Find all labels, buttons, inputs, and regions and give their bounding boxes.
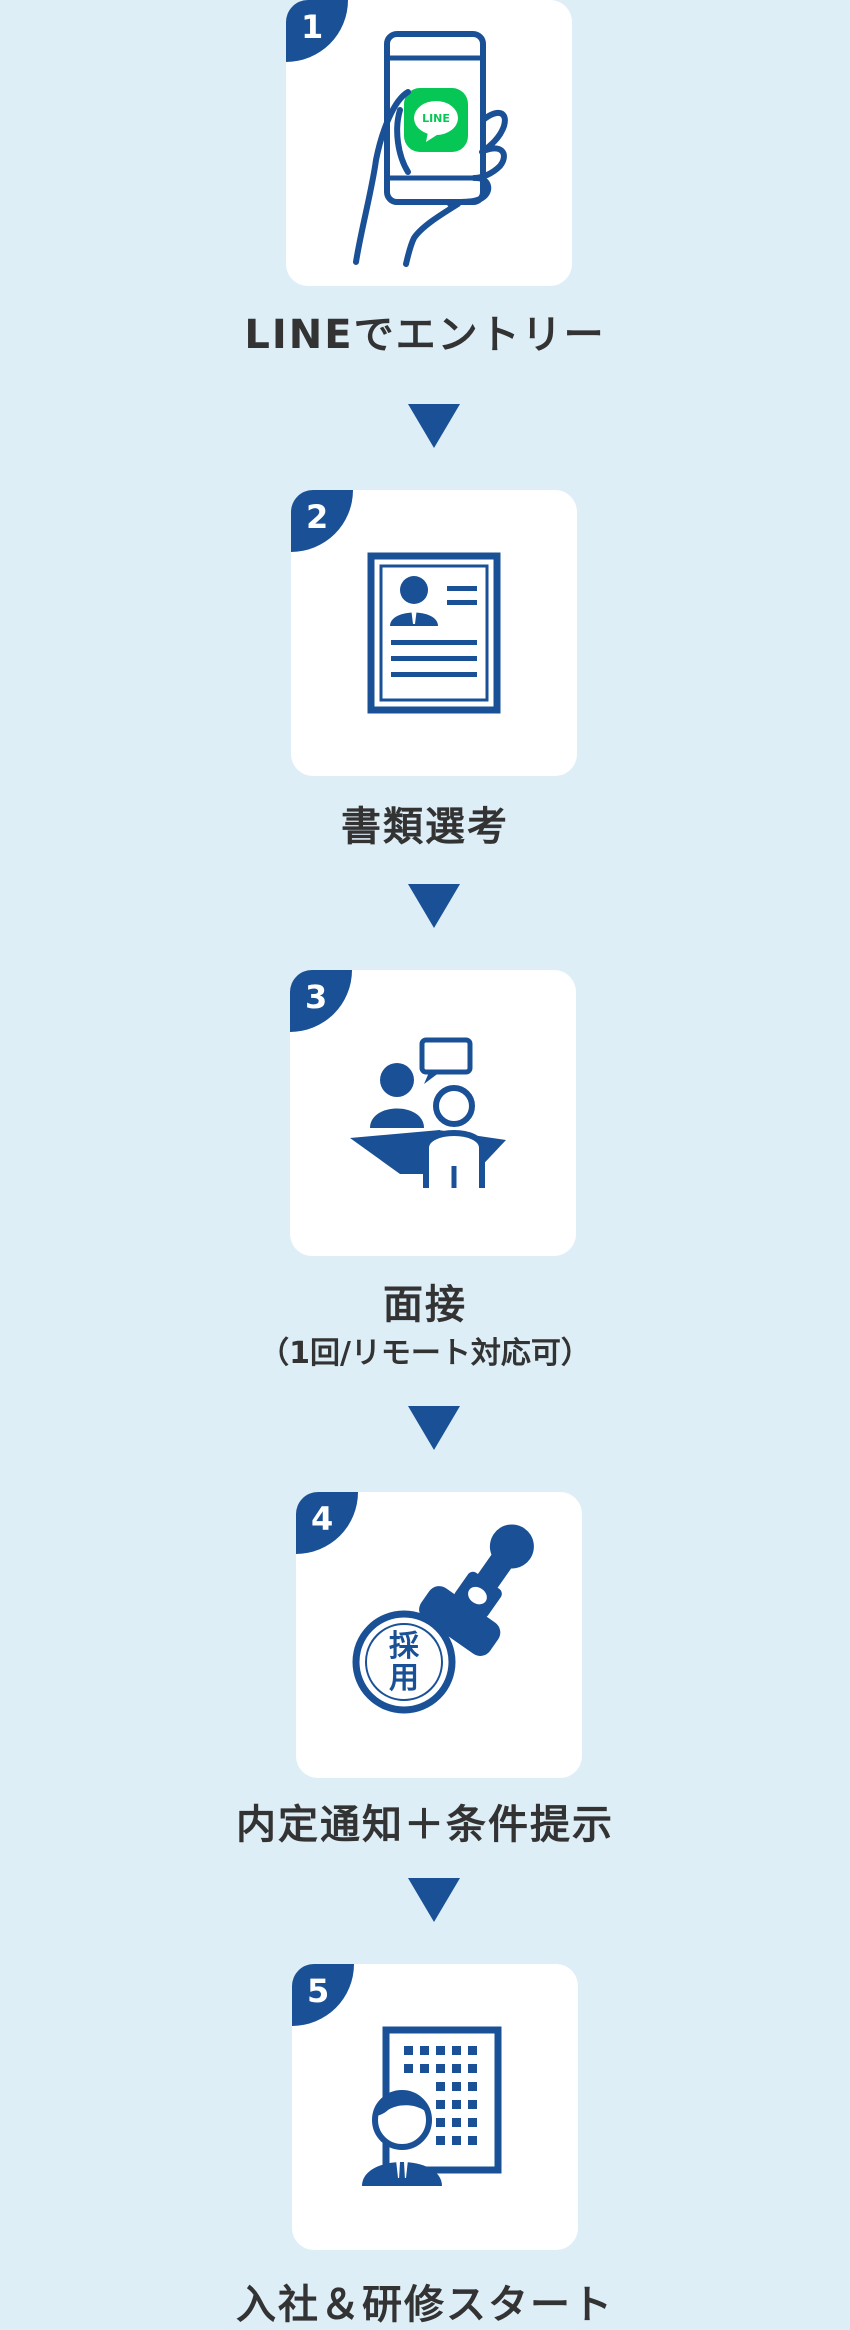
step-label-1: LINEでエントリー (244, 312, 606, 358)
step-label-2: 書類選考 (341, 804, 509, 850)
step-number-badge: 2 (291, 490, 353, 552)
step-card-2: 2 (291, 490, 577, 776)
step-label-3: 面接 (383, 1282, 467, 1328)
step-number-badge: 1 (286, 0, 348, 62)
down-arrow-icon (408, 1878, 460, 1922)
down-arrow-icon (408, 404, 460, 448)
step-sublabel-3: （1回/リモート対応可） (259, 1336, 591, 1371)
step-label-5: 入社＆研修スタート (236, 2282, 614, 2328)
smartphone-line-icon: LINE (353, 31, 508, 267)
resume-document-icon (367, 552, 501, 714)
line-logo-text: LINE (422, 112, 450, 125)
step-label-4: 内定通知＋条件提示 (236, 1802, 614, 1848)
step-card-3: 3 (290, 970, 576, 1256)
interview-icon (350, 1037, 506, 1188)
office-worker-building-icon (362, 2026, 502, 2186)
stamp-text-bottom: 用 (389, 1661, 419, 1696)
step-card-5: 5 (292, 1964, 578, 2250)
down-arrow-icon (408, 1406, 460, 1450)
down-arrow-icon (408, 884, 460, 928)
step-card-4: 4 採 用 (296, 1492, 582, 1778)
stamp-text-top: 採 (389, 1629, 420, 1664)
hiring-stamp-icon: 採 用 (352, 1524, 534, 1714)
step-card-1: 1 LINE (286, 0, 572, 286)
